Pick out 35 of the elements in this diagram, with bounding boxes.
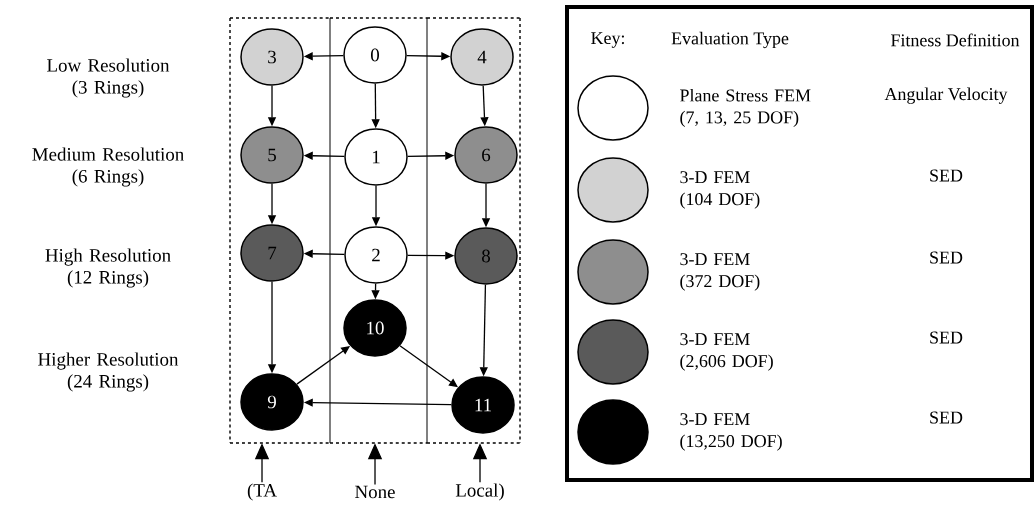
circle-node: 7	[240, 224, 304, 282]
legend-text: 3-D FEM (104 DOF)	[680, 171, 760, 209]
legend-text: Plane Stress FEM (7, 13, 25 DOF)	[680, 88, 811, 128]
key-heading: Key:	[591, 32, 624, 48]
column-band	[329, 17, 428, 444]
circle-node: 5	[240, 126, 304, 184]
circle-node: 3	[240, 28, 304, 86]
column-label: None	[355, 485, 395, 499]
legend-text: 3-D FEM (2,606 DOF)	[680, 333, 773, 371]
circle-node: 11	[451, 376, 515, 434]
column-band	[426, 17, 521, 444]
legend-text: 3-D FEM (13,250 DOF)	[680, 413, 782, 451]
column-label: (TA	[247, 483, 277, 501]
circle-node: 4	[450, 28, 514, 86]
circle-node: 8	[454, 227, 518, 285]
circle-node: 6	[454, 126, 518, 184]
row-label: Higher Resolution (24 Rings)	[38, 352, 179, 392]
column-heading: Evaluation Type	[671, 31, 789, 49]
fitness-text: Angular Velocity	[884, 87, 1008, 104]
circle-node: 2	[344, 226, 408, 284]
fitness-text: SED	[930, 251, 963, 264]
fitness-text: SED	[930, 331, 963, 344]
circle-node: 10	[343, 299, 407, 357]
row-label: Low Resolution (3 Rings)	[47, 58, 170, 98]
column-heading: Fitness Definition	[891, 33, 1020, 47]
column-band	[229, 17, 331, 444]
circle-node: 1	[344, 128, 408, 186]
row-label: High Resolution (12 Rings)	[45, 248, 171, 288]
row-label: Medium Resolution (6 Rings)	[32, 147, 184, 187]
column-label: Local)	[455, 483, 504, 501]
circle-node: 0	[343, 26, 407, 84]
circle-node: 9	[240, 373, 304, 431]
legend-text: 3-D FEM (372 DOF)	[680, 253, 760, 291]
fitness-text: SED	[930, 169, 963, 182]
fitness-text: SED	[930, 411, 963, 424]
